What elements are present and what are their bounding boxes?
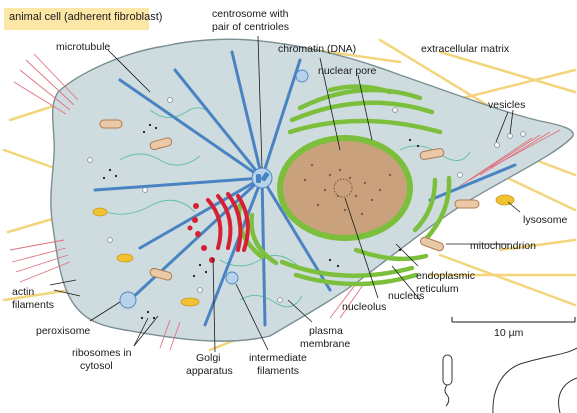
label-nuclear-pore: nuclear pore	[318, 65, 377, 77]
label-ribosomes-line2: cytosol	[80, 360, 113, 372]
label-centrosome-line1: centrosome with	[212, 8, 289, 20]
label-actin-line2: filaments	[12, 299, 54, 311]
label-mitochondrion: mitochondrion	[470, 240, 536, 252]
nucleus-interior	[283, 141, 407, 235]
label-intermediate-line1: intermediate	[249, 352, 307, 364]
label-chromatin: chromatin (DNA)	[278, 43, 356, 55]
label-endoplasmic-reticulum-line1: endoplasmic	[416, 270, 475, 282]
label-intermediate-line2: filaments	[257, 365, 299, 377]
bacterium-icon	[443, 355, 452, 406]
label-peroxisome: peroxisome	[36, 325, 90, 337]
label-microtubule: microtubule	[56, 41, 110, 53]
scale-bar-label: 10 µm	[494, 327, 524, 339]
label-actin-line1: actin	[12, 286, 34, 298]
label-ribosomes-line1: ribosomes in	[72, 347, 132, 359]
label-plasma-membrane-line1: plasma	[309, 325, 343, 337]
neighbor-cell-outline	[493, 348, 577, 413]
centrosome	[252, 168, 272, 188]
label-lysosome: lysosome	[523, 214, 568, 226]
label-golgi-line1: Golgi	[196, 352, 221, 364]
label-extracellular-matrix: extracellular matrix	[421, 43, 510, 55]
neighbor-cell-outline-2	[559, 378, 577, 413]
label-golgi-line2: apparatus	[186, 365, 233, 377]
label-centrosome-line2: pair of centrioles	[212, 21, 289, 33]
label-vesicles: vesicles	[488, 99, 525, 111]
label-nucleolus: nucleolus	[342, 301, 386, 313]
label-plasma-membrane-line2: membrane	[300, 338, 350, 350]
label-nucleus: nucleus	[388, 290, 424, 302]
